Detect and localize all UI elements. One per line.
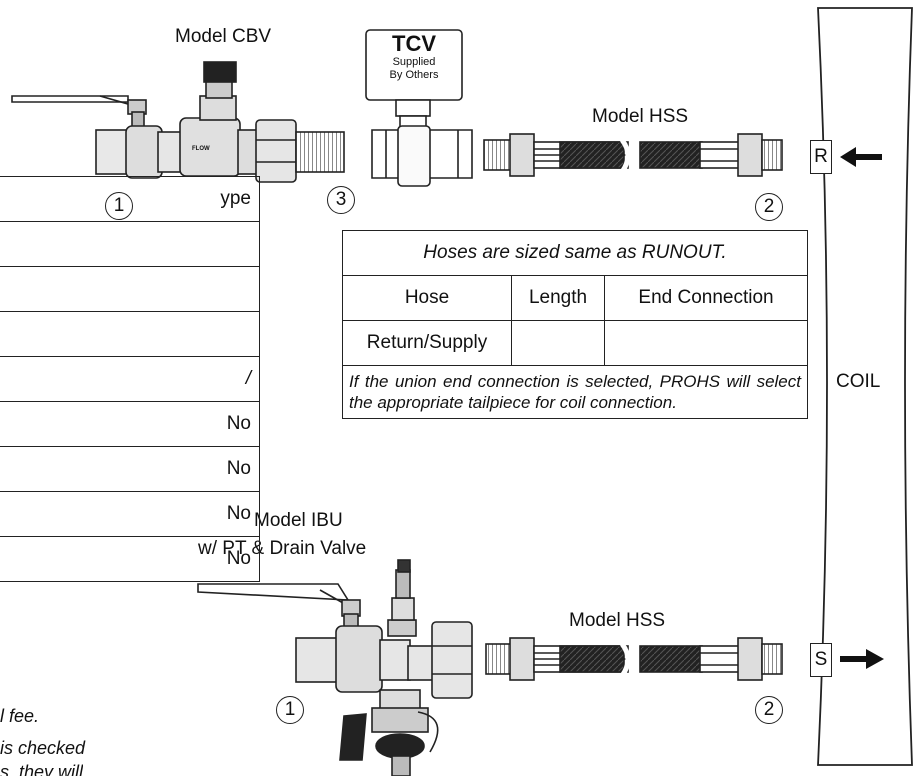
model-ibu-label: Model IBU	[254, 510, 343, 531]
return-supply-row-label: Return/Supply	[342, 320, 512, 366]
supply-marker: S	[810, 643, 832, 677]
tcv-subtitle-2: By Others	[389, 69, 439, 81]
model-hss-top-label: Model HSS	[592, 106, 689, 127]
left-table-cell-no: No	[0, 446, 260, 492]
coil-shape	[817, 7, 913, 766]
hose-table: Hoses are sized same as RUNOUT. Hose Len…	[342, 230, 808, 419]
hose-col-header: Hose	[342, 275, 512, 321]
tcv-title: TCV	[392, 31, 436, 56]
ibu-valve-drawing	[197, 559, 473, 776]
left-table-cell-no: No	[0, 491, 260, 537]
left-table-section-row: /	[0, 356, 260, 402]
return-arrow	[840, 147, 882, 167]
hss-hose-top-drawing	[483, 133, 783, 177]
callout-1-bottom: 1	[276, 696, 304, 724]
coil-label: COIL	[836, 371, 881, 392]
supply-arrow	[840, 649, 884, 669]
flow-mark: FLOW	[192, 146, 210, 152]
footnote-line-3: s, they will	[0, 762, 84, 776]
model-cbv-label: Model CBV	[175, 26, 272, 47]
tcv-subtitle-1: Supplied	[392, 56, 436, 68]
callout-2-bottom: 2	[755, 696, 783, 724]
length-col-header: Length	[511, 275, 605, 321]
left-table-empty-row	[0, 221, 260, 267]
left-table-empty-row	[0, 266, 260, 312]
footnote-line-2: is checked	[0, 738, 86, 758]
left-table-cell-no: No	[0, 401, 260, 447]
end-connection-col-header: End Connection	[604, 275, 808, 321]
hose-table-note: If the union end connection is selected,…	[342, 365, 808, 419]
tcv-valve-drawing	[365, 29, 473, 187]
footnote-line-1: l fee.	[0, 706, 40, 726]
hss-hose-bottom-drawing	[485, 637, 783, 681]
left-table-header: ype	[0, 176, 260, 222]
callout-3: 3	[327, 186, 355, 214]
left-table-empty-row	[0, 311, 260, 357]
length-input-cell[interactable]	[511, 320, 605, 366]
left-table: ype / No No No No	[0, 176, 260, 582]
end-connection-input-cell[interactable]	[604, 320, 808, 366]
left-table-cell-no: No	[0, 536, 260, 582]
return-marker: R	[810, 140, 832, 174]
cbv-valve-drawing	[11, 61, 345, 183]
model-hss-bottom-label: Model HSS	[569, 610, 666, 631]
hose-table-title: Hoses are sized same as RUNOUT.	[342, 230, 808, 276]
tcv-label-block: TCV Supplied By Others	[366, 32, 462, 82]
callout-2-top: 2	[755, 193, 783, 221]
